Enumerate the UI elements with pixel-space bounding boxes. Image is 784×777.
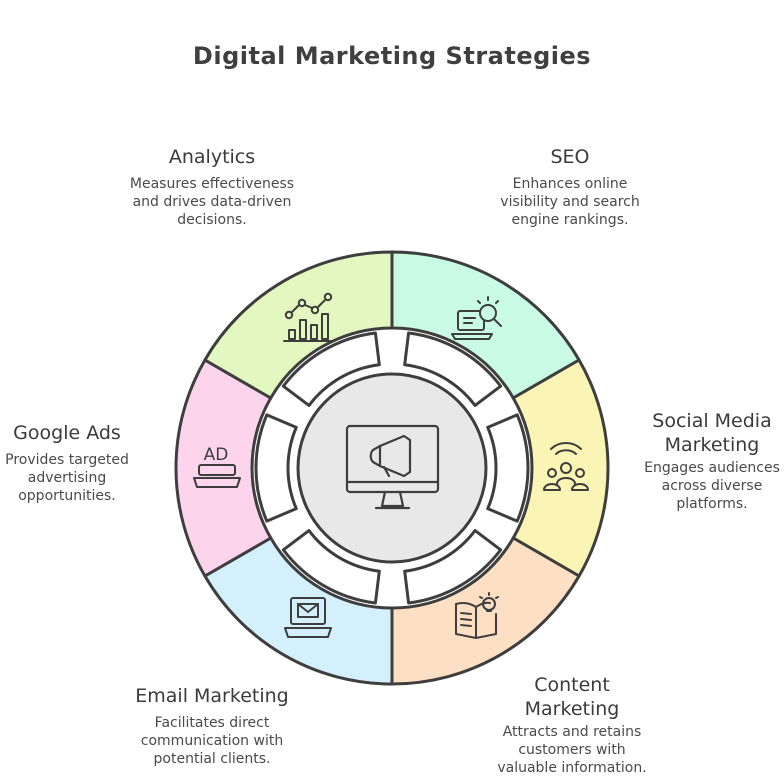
ring-block — [254, 413, 298, 523]
segment-content-marketing — [390, 536, 581, 686]
ring-block — [403, 529, 503, 605]
segment-seo — [390, 250, 581, 400]
inner-ring — [254, 331, 530, 605]
label-google-ads: Google Ads Provides targeted advertising… — [0, 421, 134, 505]
line-bar-chart-icon — [283, 292, 334, 342]
people-broadcast-icon — [543, 442, 589, 491]
book-lightbulb-icon — [455, 592, 499, 639]
analytics-description: Measures effectiveness and drives data-d… — [129, 176, 295, 228]
svg-text:AD: AD — [204, 445, 229, 465]
laptop-search-icon — [451, 296, 502, 340]
segment-google-ads — [174, 358, 273, 578]
laptop-envelope-icon — [284, 597, 332, 638]
email-marketing-description: Facilitates direct communication with po… — [140, 715, 284, 767]
label-content-marketing: Content Marketing Attracts and retains c… — [490, 673, 654, 777]
ring-block — [281, 331, 381, 407]
diagram-title: Digital Marketing Strategies — [192, 42, 592, 70]
analytics-title: Analytics — [168, 146, 256, 168]
content-marketing-title: Content Marketing — [524, 674, 620, 720]
content-marketing-description: Attracts and retains customers with valu… — [497, 724, 647, 776]
ring-block — [281, 529, 381, 605]
label-seo: SEO Enhances online visibility and searc… — [490, 145, 650, 229]
ring-block — [486, 413, 530, 523]
label-social-media-marketing: Social Media Marketing Engages audiences… — [640, 409, 784, 513]
email-marketing-title: Email Marketing — [135, 685, 289, 707]
segment-analytics — [203, 250, 394, 400]
google-ads-title: Google Ads — [13, 422, 121, 444]
label-analytics: Analytics Measures effectiveness and dri… — [128, 145, 296, 229]
social-media-marketing-description: Engages audiences across diverse platfor… — [644, 460, 780, 512]
monitor-megaphone-icon — [345, 424, 440, 510]
google-ads-description: Provides targeted advertising opportunit… — [5, 452, 129, 504]
ad-icon: AD — [193, 445, 241, 488]
center-hub — [296, 372, 488, 564]
label-email-marketing: Email Marketing Facilitates direct commu… — [128, 684, 296, 768]
seo-description: Enhances online visibility and search en… — [500, 176, 640, 228]
social-media-marketing-title: Social Media Marketing — [652, 410, 772, 456]
seo-title: SEO — [550, 146, 590, 168]
ring-block — [403, 331, 503, 407]
